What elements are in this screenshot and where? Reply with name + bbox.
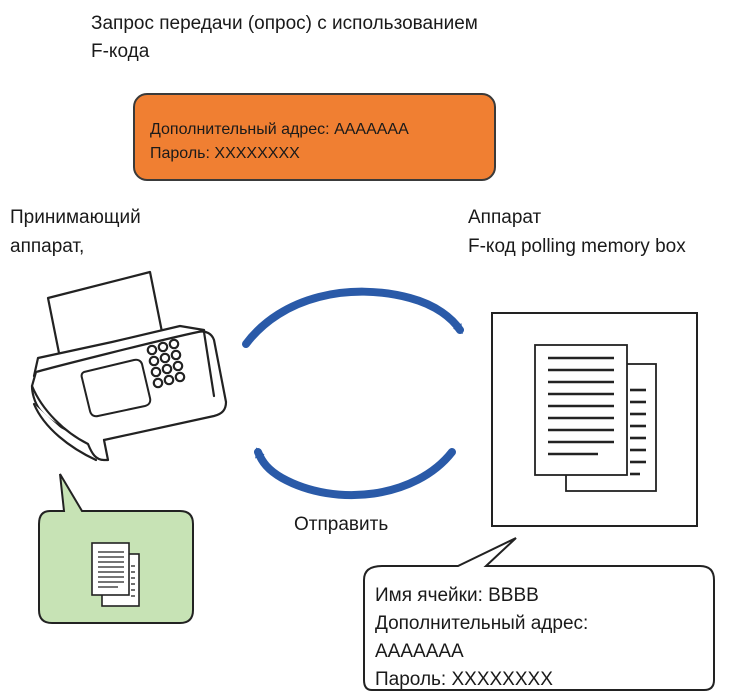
sender-label-line-1: Аппарат	[468, 207, 542, 228]
send-arrow	[254, 447, 456, 500]
box-subaddress-label: Дополнительный адрес:	[375, 613, 589, 634]
document-stack-icon	[534, 344, 657, 492]
box-callout-bubble	[363, 537, 715, 691]
send-label: Отправить	[294, 514, 389, 535]
box-password: Пароль: XXXXXXXX	[375, 669, 553, 690]
request-subaddress: Дополнительный адрес: AAAAAAA	[150, 121, 409, 138]
request-arrow	[242, 287, 464, 348]
box-subaddress-value: AAAAAAA	[375, 641, 464, 662]
sender-label-line-2: F-код polling memory box	[468, 236, 686, 257]
received-document-icon	[91, 542, 140, 607]
fax-machine-icon	[30, 270, 228, 462]
request-info-box: Дополнительный адрес: AAAAAAA Пароль: XX…	[133, 93, 496, 181]
box-name: Имя ячейки: BBBB	[375, 585, 539, 606]
title-line-1: Запрос передачи (опрос) с использованием	[91, 13, 478, 34]
title-line-2: F-кода	[91, 41, 150, 62]
receiver-label-line-2: аппарат,	[10, 236, 85, 257]
sender-label: Аппарат F-код polling memory box	[468, 203, 686, 261]
receiver-label: Принимающий аппарат,	[10, 203, 141, 261]
diagram-title: Запрос передачи (опрос) с использованием…	[91, 10, 478, 66]
request-password: Пароль: XXXXXXXX	[150, 145, 300, 162]
receiver-label-line-1: Принимающий	[10, 207, 141, 228]
box-callout-text: Имя ячейки: BBBB Дополнительный адрес: A…	[375, 582, 588, 694]
